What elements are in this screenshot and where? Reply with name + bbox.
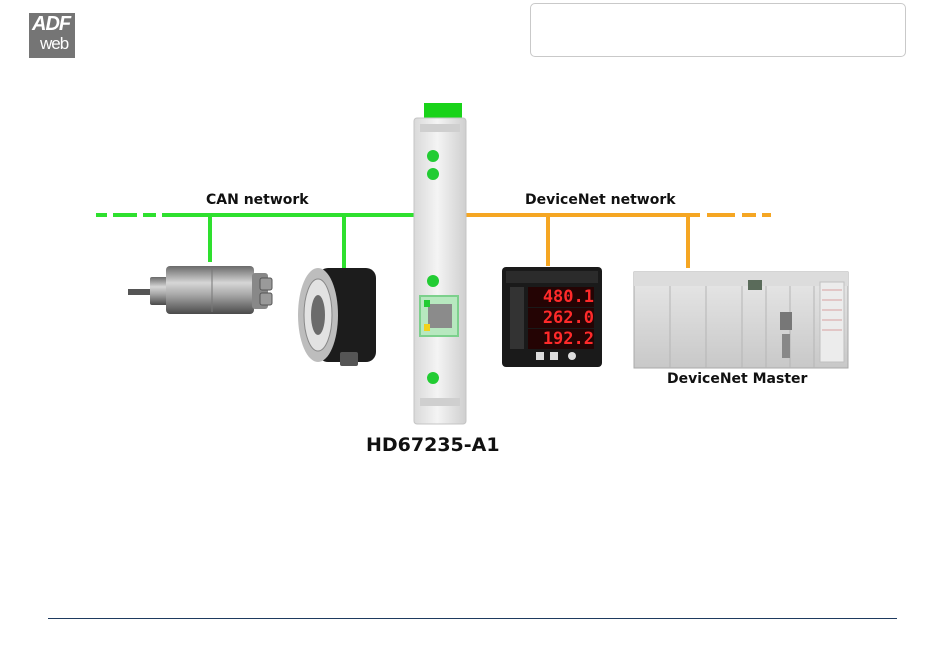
meter-reading-2: 262.0 bbox=[532, 308, 594, 328]
can-encoder-cylinder bbox=[128, 266, 272, 314]
gateway-led-1 bbox=[427, 150, 439, 162]
gateway-device bbox=[414, 103, 466, 424]
devicenet-network-bus bbox=[466, 215, 771, 268]
gateway-label: HD67235-A1 bbox=[366, 434, 500, 456]
gateway-led-2 bbox=[427, 168, 439, 180]
footer-divider bbox=[48, 618, 897, 619]
can-network-bus bbox=[96, 215, 414, 268]
meter-reading-3: 192.2 bbox=[532, 329, 594, 349]
gateway-led-3 bbox=[427, 275, 439, 287]
gateway-led-4 bbox=[427, 372, 439, 384]
devicenet-master-plc bbox=[634, 272, 848, 368]
devicenet-master-label: DeviceNet Master bbox=[667, 371, 807, 387]
meter-reading-1: 480.1 bbox=[532, 287, 594, 307]
can-network-label: CAN network bbox=[206, 192, 309, 208]
can-encoder-hollow-shaft bbox=[298, 268, 376, 366]
devicenet-network-label: DeviceNet network bbox=[525, 192, 676, 208]
